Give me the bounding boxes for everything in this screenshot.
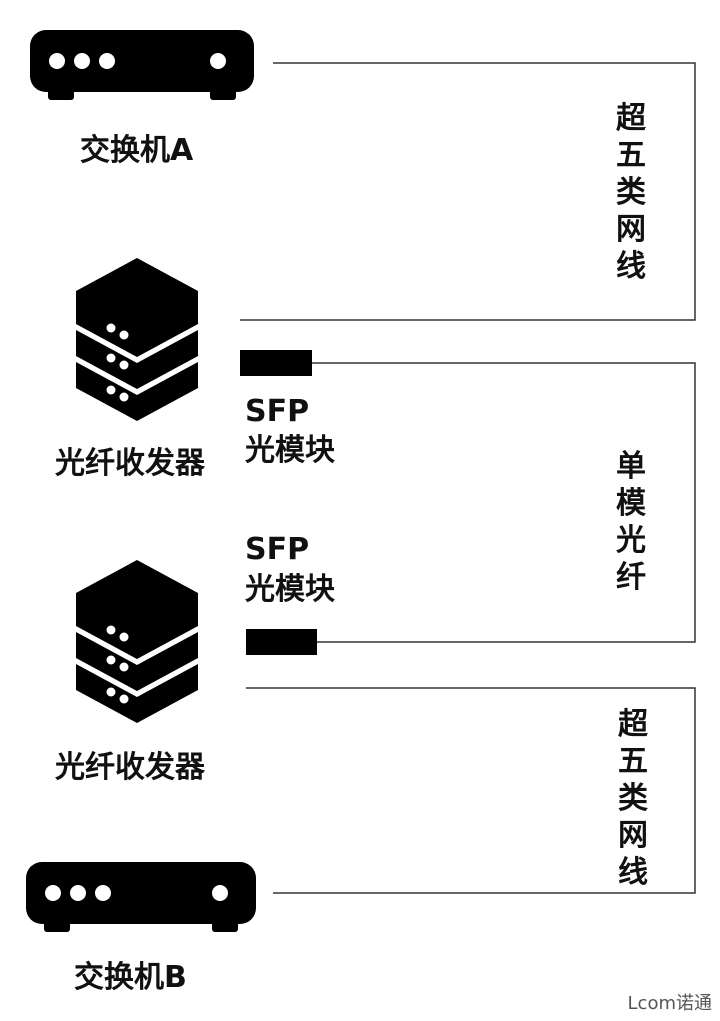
- sfp-module-1: [240, 350, 312, 376]
- switch-b-icon: [26, 862, 256, 932]
- sfp-2-line1: SFP: [245, 532, 310, 567]
- sfp-1-line1: SFP: [245, 394, 310, 429]
- fiber-line: [312, 362, 696, 643]
- cable-top-line: [240, 62, 696, 321]
- sfp-1-line2: 光模块: [245, 433, 335, 468]
- cable-top-label: 超五类网线: [616, 101, 646, 284]
- transceiver-2-icon: [76, 560, 198, 723]
- transceiver-2-label: 光纤收发器: [55, 750, 205, 785]
- watermark: Lcom诺通: [627, 993, 712, 1014]
- sfp-2-line2: 光模块: [245, 572, 335, 607]
- sfp-module-2: [246, 629, 317, 655]
- transceiver-1-label: 光纤收发器: [55, 446, 205, 481]
- cable-bottom-line: [246, 687, 696, 894]
- fiber-label: 单模光纤: [616, 449, 646, 595]
- switch-a-icon: [30, 30, 254, 100]
- transceiver-1-icon: [76, 258, 198, 421]
- cable-bottom-label: 超五类网线: [618, 707, 648, 890]
- switch-a-label: 交换机A: [80, 133, 194, 168]
- switch-b-label: 交换机B: [74, 960, 187, 995]
